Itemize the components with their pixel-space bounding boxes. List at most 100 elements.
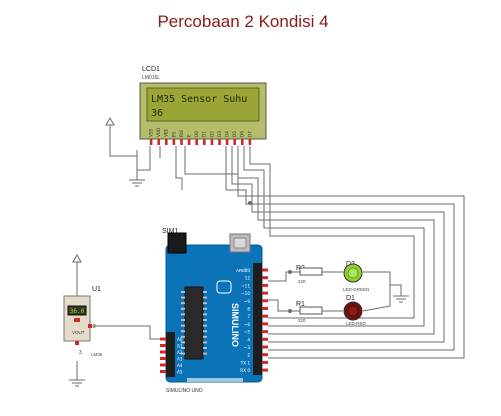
board-brand: SIMULINO (230, 303, 240, 347)
lcd-pin-label: VDD (156, 128, 161, 137)
digital-pin[interactable] (262, 360, 268, 364)
analog-pin-label: A0 (177, 337, 183, 342)
digital-pin[interactable] (262, 276, 268, 280)
led-red-d1[interactable]: D1 LED-RED (343, 295, 367, 326)
sensor-pin-2: 2 (93, 324, 96, 330)
power-jack (167, 232, 187, 254)
lcd-pin[interactable] (203, 139, 206, 145)
resistor-r1-value: 220 (298, 318, 306, 323)
power-terminal-sensor-icon (72, 253, 82, 263)
analog-pin[interactable] (160, 337, 166, 341)
digital-pin[interactable] (262, 268, 268, 272)
sensor-adjust-button[interactable] (74, 318, 80, 322)
digital-pin[interactable] (262, 353, 268, 357)
digital-pin-label: ~3 (244, 345, 251, 350)
led-d1-ref: D1 (346, 295, 355, 302)
lcd-pin[interactable] (248, 139, 252, 145)
microcontroller-chip (184, 286, 204, 360)
analog-pin[interactable] (160, 363, 166, 367)
lcd-pin-label: D2 (209, 131, 214, 137)
lcd-part: LM016L (142, 75, 160, 81)
analog-pin[interactable] (160, 344, 166, 347)
analog-pin[interactable] (160, 370, 166, 373)
sensor-pin-3: 3 (79, 350, 82, 356)
lcd-pin[interactable] (210, 139, 214, 145)
digital-pin[interactable] (262, 345, 268, 349)
resistor-r2-body (299, 267, 323, 276)
board-footer-strip (187, 378, 243, 382)
lcd-pin[interactable] (233, 139, 236, 145)
analog-pin-label: A4 (177, 363, 183, 368)
temperature-sensor[interactable]: U1 36.0 VOUT 2 3 LM35 (63, 286, 103, 357)
arduino-label: SIMULINO UNO (166, 388, 203, 394)
digital-pin[interactable] (262, 283, 268, 287)
analog-pin-label: A2 (177, 350, 183, 355)
resistor-r1-ref: R1 (296, 301, 305, 308)
digital-pin[interactable] (262, 322, 268, 326)
lcd-pin[interactable] (180, 139, 183, 145)
lcd-pin-label: D5 (232, 131, 237, 137)
sensor-ref: U1 (92, 286, 101, 293)
ground-symbol-lcd (129, 179, 145, 187)
digital-pin[interactable] (262, 314, 268, 318)
lcd-pin-label: E (187, 134, 192, 137)
led-d1-part: LED-RED (346, 321, 367, 326)
sensor-part: LM35 (91, 352, 103, 357)
lcd-pin[interactable] (187, 139, 191, 145)
resistor-r2[interactable]: R2 220 (296, 265, 323, 284)
analog-pin-label: A1 (177, 344, 183, 349)
lcd-pin[interactable] (149, 139, 153, 145)
digital-pin[interactable] (262, 307, 268, 310)
digital-pin-label: ~6 (244, 322, 251, 327)
digital-pin-label: 13 (245, 268, 251, 273)
aref-label: AREF (236, 268, 248, 273)
wire-junctions (248, 201, 292, 313)
lcd-pin-label: D6 (240, 131, 245, 137)
digital-pin-label: 8 (247, 307, 250, 312)
sensor-vout-label: VOUT (72, 330, 85, 335)
sensor-display (67, 305, 87, 316)
board-logo-icon (216, 280, 232, 294)
digital-pin-label: TX 1 (240, 360, 251, 365)
analog-pin[interactable] (160, 357, 166, 360)
lcd-pin-label: D1 (202, 131, 207, 137)
lcd-pin[interactable] (241, 139, 244, 145)
digital-pin[interactable] (262, 291, 268, 295)
lcd-pin-label: VSS (149, 128, 154, 137)
lcd-pin[interactable] (225, 139, 229, 145)
lcd-pin[interactable] (218, 139, 221, 145)
lcd-pin-label: VEE (164, 128, 169, 137)
arduino-board[interactable]: SIM1 SIMULINO AREF SIMULINO UNO 1312~11~… (160, 228, 268, 394)
digital-pin[interactable] (262, 299, 268, 303)
ground-symbol-led (393, 295, 409, 303)
digital-pin-label: 2 (247, 353, 250, 358)
digital-pin-label: RX 0 (240, 368, 250, 373)
lcd-pin[interactable] (165, 139, 168, 145)
resistor-r1[interactable]: R1 220 (296, 301, 323, 323)
analog-pin-label: A5 (177, 370, 183, 375)
digital-pin-label: ~11 (241, 283, 250, 288)
lcd-pin-label: D0 (194, 131, 199, 137)
digital-pin-label: ~10 (241, 291, 250, 296)
lcd-pin-label: D7 (247, 131, 252, 137)
digital-pin-label: 7 (247, 314, 250, 319)
lcd-pin[interactable] (157, 139, 160, 145)
led-green-d2[interactable]: D2 LED-GREEN (343, 261, 369, 292)
analog-header (166, 332, 175, 377)
analog-pin[interactable] (160, 350, 166, 354)
digital-pin-label: 12 (245, 276, 251, 281)
digital-pin[interactable] (262, 368, 268, 372)
power-terminal-lcd-icon (105, 116, 115, 126)
lcd-pin-label: RS (171, 131, 176, 137)
lcd-pin[interactable] (195, 139, 198, 145)
lcd-pin[interactable] (172, 139, 176, 145)
digital-pin[interactable] (262, 337, 268, 341)
digital-pin-label: ~5 (244, 330, 251, 335)
digital-pin[interactable] (262, 330, 268, 334)
digital-pin-label: ~9 (244, 299, 251, 304)
